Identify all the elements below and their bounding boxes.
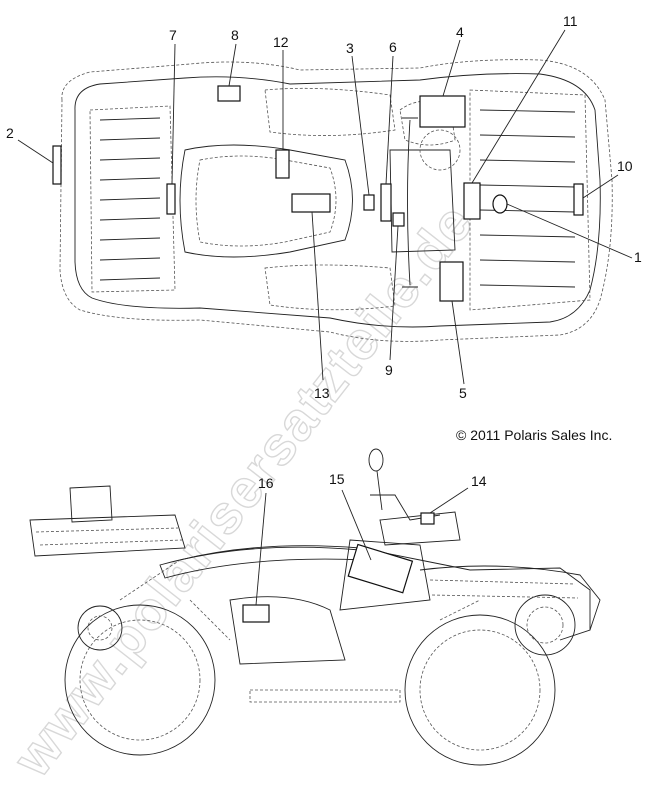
decal-12 <box>275 149 290 179</box>
decal-6 <box>380 183 392 222</box>
decal-10 <box>573 183 584 216</box>
callout-5: 5 <box>459 385 467 401</box>
decal-13 <box>291 193 331 213</box>
decal-14 <box>420 512 435 525</box>
callout-6: 6 <box>389 39 397 55</box>
watermark-text: www.polarisersatzteile.de <box>2 192 486 788</box>
decal-5 <box>439 261 464 302</box>
decal-4 <box>419 95 466 128</box>
callout-15: 15 <box>329 471 345 487</box>
callout-4: 4 <box>456 24 464 40</box>
callout-3: 3 <box>346 40 354 56</box>
decal-8 <box>217 85 241 102</box>
callout-16: 16 <box>258 475 274 491</box>
callout-13: 13 <box>314 385 330 401</box>
decal-2 <box>52 145 62 185</box>
callout-8: 8 <box>231 27 239 43</box>
callout-2: 2 <box>6 125 14 141</box>
atv-side-view <box>29 448 601 766</box>
decal-11 <box>463 182 481 220</box>
decal-1 <box>492 194 508 214</box>
callout-9: 9 <box>385 362 393 378</box>
leader-lines-side <box>255 487 469 606</box>
decal-16 <box>242 604 270 623</box>
decal-9 <box>392 212 405 227</box>
decal-15 <box>347 543 414 594</box>
copyright-text: © 2011 Polaris Sales Inc. <box>456 427 612 443</box>
leader-lines-top <box>17 29 633 385</box>
callout-11: 11 <box>563 13 578 29</box>
atv-top-view <box>17 29 633 385</box>
callout-1: 1 <box>634 249 642 265</box>
decal-7 <box>166 183 176 215</box>
callout-10: 10 <box>617 158 633 174</box>
callout-14: 14 <box>471 473 487 489</box>
callout-7: 7 <box>169 27 177 43</box>
callout-12: 12 <box>273 34 289 50</box>
decal-3 <box>363 194 375 211</box>
